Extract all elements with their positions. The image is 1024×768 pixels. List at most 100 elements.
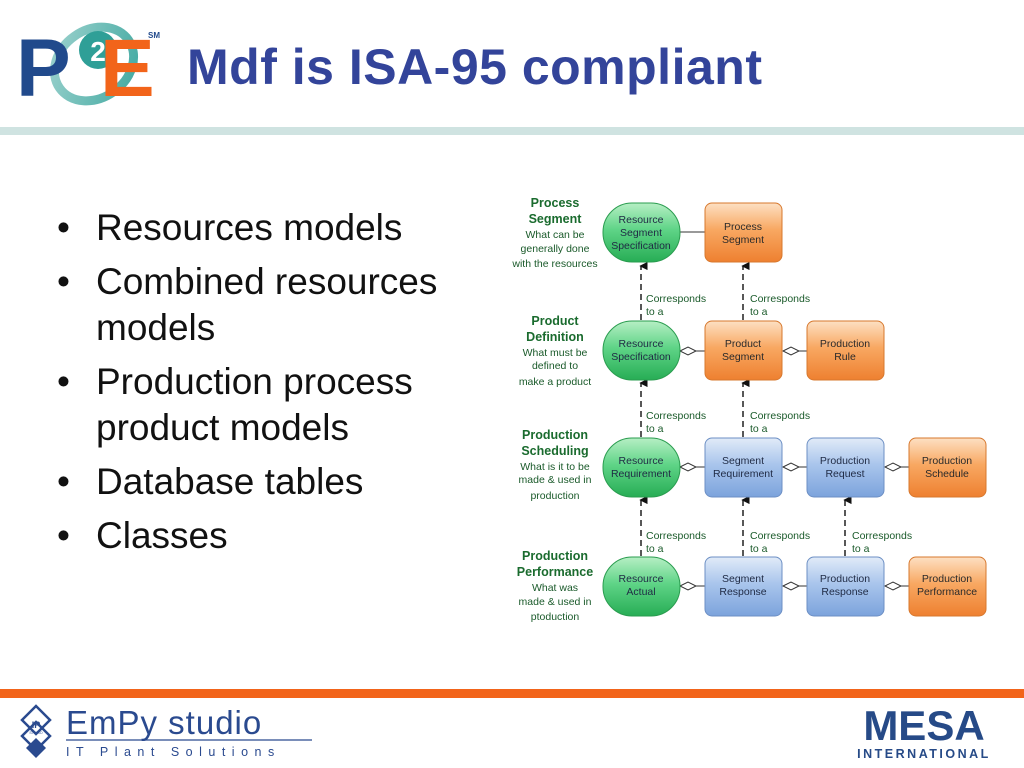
node-process-segment: Process Segment — [704, 202, 783, 263]
node-production-response: Production Response — [806, 556, 885, 617]
relation-label: to a — [646, 543, 664, 555]
svg-text:Segment: Segment — [620, 227, 662, 239]
node-production-schedule: Production Schedule — [908, 437, 987, 498]
svg-text:Resource: Resource — [619, 214, 664, 226]
aggregation-diamond-icon — [781, 581, 801, 591]
svg-text:Resource: Resource — [619, 338, 664, 350]
svg-text:Production: Production — [922, 573, 972, 585]
row-label-production-scheduling: Production Scheduling What is it to be m… — [519, 428, 592, 502]
svg-text:Request: Request — [825, 468, 864, 480]
svg-text:Process: Process — [531, 196, 580, 210]
svg-text:P: P — [16, 23, 71, 112]
relation-label: to a — [646, 423, 664, 435]
svg-text:Process: Process — [724, 221, 762, 233]
svg-text:E: E — [100, 23, 155, 112]
relation-label: to a — [750, 306, 768, 318]
svg-text:production: production — [530, 490, 579, 502]
bullet-item: •Database tables — [55, 459, 475, 505]
node-resource-actual: Resource Actual — [602, 556, 681, 617]
svg-text:IP: IP — [32, 720, 41, 730]
p2e-logo: P 2 E SM — [16, 22, 160, 112]
node-production-performance: Production Performance — [908, 556, 987, 617]
svg-text:Product: Product — [725, 338, 761, 350]
relation-label: Corresponds — [646, 293, 706, 305]
svg-text:What is it to be: What is it to be — [520, 461, 590, 473]
svg-text:generally done: generally done — [521, 243, 590, 255]
svg-text:Performance: Performance — [917, 586, 977, 598]
svg-text:Production: Production — [820, 573, 870, 585]
node-resource-requirement: Resource Requirement — [602, 437, 681, 498]
relation-label: Corresponds — [750, 410, 810, 422]
svg-text:Production: Production — [820, 455, 870, 467]
svg-text:Segment: Segment — [722, 234, 764, 246]
svg-text:Specification: Specification — [611, 240, 671, 252]
relation-label: to a — [750, 543, 768, 555]
svg-text:Resource: Resource — [619, 455, 664, 467]
relation-label: to a — [750, 423, 768, 435]
node-segment-requirement: Segment Requirement — [704, 437, 783, 498]
svg-text:What can be: What can be — [526, 229, 585, 241]
header-divider — [0, 127, 1024, 135]
svg-text:Production: Production — [522, 549, 588, 563]
row-label-process-segment: Process Segment What can be generally do… — [511, 196, 597, 270]
footer-divider — [0, 689, 1024, 698]
svg-text:Scheduling: Scheduling — [521, 444, 588, 458]
svg-text:Product: Product — [531, 314, 579, 328]
svg-text:What must be: What must be — [523, 347, 588, 359]
svg-text:SM: SM — [148, 31, 160, 40]
relation-label: Corresponds — [750, 530, 810, 542]
svg-text:Specification: Specification — [611, 351, 671, 363]
svg-text:Definition: Definition — [526, 330, 584, 344]
svg-text:2: 2 — [90, 36, 106, 67]
node-production-request: Production Request — [806, 437, 885, 498]
node-resource-segment-specification: Resource Segment Specification — [602, 202, 681, 263]
svg-text:Segment: Segment — [722, 573, 764, 585]
empy-badge-icon: IP STUDIO — [20, 704, 52, 758]
row-label-product-definition: Product Definition What must be defined … — [519, 314, 591, 388]
svg-text:Production: Production — [522, 428, 588, 442]
mesa-international-logo: MESA INTERNATIONAL — [857, 702, 991, 761]
aggregation-diamond-icon — [678, 581, 698, 591]
svg-text:Actual: Actual — [626, 586, 655, 598]
empy-studio-logo: IP STUDIO EmPy studio IT Plant Solutions — [20, 704, 312, 759]
bullet-dot-icon: • — [57, 461, 70, 502]
relation-label: Corresponds — [646, 530, 706, 542]
svg-text:Requirement: Requirement — [611, 468, 671, 480]
svg-text:Production: Production — [820, 338, 870, 350]
svg-text:Segment: Segment — [722, 455, 764, 467]
svg-text:Rule: Rule — [834, 351, 856, 363]
relation-label: Corresponds — [750, 293, 810, 305]
svg-text:Performance: Performance — [517, 565, 593, 579]
svg-text:Production: Production — [922, 455, 972, 467]
aggregation-diamond-icon — [678, 346, 698, 356]
node-product-segment: Product Segment — [704, 320, 783, 381]
svg-text:IT Plant Solutions: IT Plant Solutions — [66, 745, 281, 759]
bullet-dot-icon: • — [57, 207, 70, 248]
bullet-item: •Resources models — [55, 205, 475, 251]
svg-text:Segment: Segment — [722, 351, 764, 363]
svg-text:ptoduction: ptoduction — [531, 611, 580, 623]
bullet-dot-icon: • — [57, 361, 70, 402]
aggregation-diamond-icon — [781, 346, 801, 356]
svg-text:defined to: defined to — [532, 360, 578, 372]
bullet-item: •Classes — [55, 513, 475, 559]
bullet-dot-icon: • — [57, 515, 70, 556]
node-segment-response: Segment Response — [704, 556, 783, 617]
svg-text:INTERNATIONAL: INTERNATIONAL — [857, 747, 991, 761]
aggregation-diamond-icon — [883, 581, 903, 591]
aggregation-diamond-icon — [678, 462, 698, 472]
svg-text:Resource: Resource — [619, 573, 664, 585]
relation-label: Corresponds — [852, 530, 912, 542]
svg-text:EmPy studio: EmPy studio — [66, 704, 262, 741]
svg-text:Response: Response — [821, 586, 868, 598]
svg-text:Response: Response — [719, 586, 766, 598]
svg-text:Schedule: Schedule — [925, 468, 969, 480]
node-resource-specification: Resource Specification — [602, 320, 681, 381]
relation-label: to a — [852, 543, 870, 555]
page-title: Mdf is ISA-95 compliant — [187, 39, 763, 95]
bullet-dot-icon: • — [57, 261, 70, 302]
svg-text:made & used in: made & used in — [519, 474, 592, 486]
